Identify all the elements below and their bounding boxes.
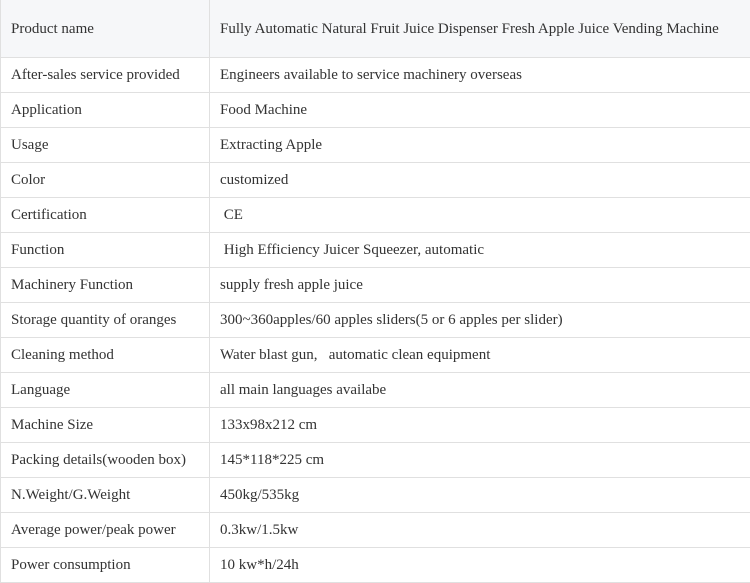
spec-label: Average power/peak power — [11, 522, 176, 538]
spec-label: Cleaning method — [11, 347, 114, 363]
table-row: Color customized — [1, 163, 750, 198]
spec-value: 133x98x212 cm — [220, 417, 318, 433]
spec-value: customized — [220, 172, 289, 188]
spec-label: Language — [11, 382, 71, 398]
spec-value-cell: supply fresh apple juice — [210, 268, 750, 302]
spec-label-cell: Machinery Function — [1, 268, 210, 302]
table-row: Machinery Function supply fresh apple ju… — [1, 268, 750, 303]
spec-value-cell: Fully Automatic Natural Fruit Juice Disp… — [210, 0, 750, 57]
spec-label-cell: Color — [1, 163, 210, 197]
spec-value: 10 kw*h/24h — [220, 557, 299, 573]
spec-value: 450kg/535kg — [220, 487, 300, 503]
spec-value-cell: High Efficiency Juicer Squeezer, automat… — [210, 233, 750, 267]
spec-label: Certification — [11, 207, 87, 223]
spec-label-cell: Average power/peak power — [1, 513, 210, 547]
spec-label: After-sales service provided — [11, 67, 180, 83]
spec-value-cell: Extracting Apple — [210, 128, 750, 162]
table-row: Average power/peak power 0.3kw/1.5kw — [1, 513, 750, 548]
spec-label-cell: After-sales service provided — [1, 58, 210, 92]
spec-label-cell: Application — [1, 93, 210, 127]
spec-label: Function — [11, 242, 65, 258]
spec-value-cell: 133x98x212 cm — [210, 408, 750, 442]
spec-value: 0.3kw/1.5kw — [220, 522, 299, 538]
spec-label: Color — [11, 172, 46, 188]
table-row: Function High Efficiency Juicer Squeezer… — [1, 233, 750, 268]
table-row: Language all main languages availabe — [1, 373, 750, 408]
table-row: Machine Size 133x98x212 cm — [1, 408, 750, 443]
spec-value-cell: 450kg/535kg — [210, 478, 750, 512]
spec-value: High Efficiency Juicer Squeezer, automat… — [220, 242, 485, 258]
spec-value-cell: Food Machine — [210, 93, 750, 127]
spec-label: Product name — [11, 20, 94, 37]
table-row: Product name Fully Automatic Natural Fru… — [1, 0, 750, 58]
spec-value: 300~360apples/60 apples sliders(5 or 6 a… — [220, 312, 563, 328]
spec-label-cell: Machine Size — [1, 408, 210, 442]
spec-value: Fully Automatic Natural Fruit Juice Disp… — [220, 20, 719, 37]
spec-value-cell: customized — [210, 163, 750, 197]
table-row: Power consumption 10 kw*h/24h — [1, 548, 750, 583]
spec-label-cell: N.Weight/G.Weight — [1, 478, 210, 512]
spec-label: Application — [11, 102, 82, 118]
spec-label-cell: Product name — [1, 0, 210, 57]
table-row: Packing details(wooden box) 145*118*225 … — [1, 443, 750, 478]
spec-value-cell: Engineers available to service machinery… — [210, 58, 750, 92]
spec-label: Power consumption — [11, 557, 131, 573]
spec-value-cell: 145*118*225 cm — [210, 443, 750, 477]
spec-label: Packing details(wooden box) — [11, 452, 186, 468]
table-row: N.Weight/G.Weight 450kg/535kg — [1, 478, 750, 513]
table-row: Cleaning method Water blast gun, automat… — [1, 338, 750, 373]
spec-value: CE — [220, 207, 243, 223]
spec-label-cell: Certification — [1, 198, 210, 232]
spec-value: supply fresh apple juice — [220, 277, 363, 293]
spec-label-cell: Language — [1, 373, 210, 407]
table-row: Usage Extracting Apple — [1, 128, 750, 163]
spec-value: all main languages availabe — [220, 382, 387, 398]
spec-label-cell: Function — [1, 233, 210, 267]
spec-label: N.Weight/G.Weight — [11, 487, 131, 503]
spec-value-cell: CE — [210, 198, 750, 232]
spec-label: Machinery Function — [11, 277, 134, 293]
spec-value: Water blast gun, automatic clean equipme… — [220, 347, 491, 363]
table-row: After-sales service provided Engineers a… — [1, 58, 750, 93]
spec-label-cell: Usage — [1, 128, 210, 162]
spec-value: Engineers available to service machinery… — [220, 67, 522, 83]
spec-label: Usage — [11, 137, 49, 153]
spec-label-cell: Packing details(wooden box) — [1, 443, 210, 477]
spec-value-cell: 0.3kw/1.5kw — [210, 513, 750, 547]
spec-value-cell: all main languages availabe — [210, 373, 750, 407]
spec-label: Machine Size — [11, 417, 94, 433]
table-row: Storage quantity of oranges 300~360apple… — [1, 303, 750, 338]
spec-label: Storage quantity of oranges — [11, 312, 177, 328]
spec-label-cell: Storage quantity of oranges — [1, 303, 210, 337]
spec-label-cell: Cleaning method — [1, 338, 210, 372]
spec-label-cell: Power consumption — [1, 548, 210, 582]
spec-value: 145*118*225 cm — [220, 452, 325, 468]
table-row: Application Food Machine — [1, 93, 750, 128]
spec-value: Food Machine — [220, 102, 308, 118]
spec-value-cell: 10 kw*h/24h — [210, 548, 750, 582]
spec-value-cell: Water blast gun, automatic clean equipme… — [210, 338, 750, 372]
spec-value-cell: 300~360apples/60 apples sliders(5 or 6 a… — [210, 303, 750, 337]
table-row: Certification CE — [1, 198, 750, 233]
spec-value: Extracting Apple — [220, 137, 323, 153]
